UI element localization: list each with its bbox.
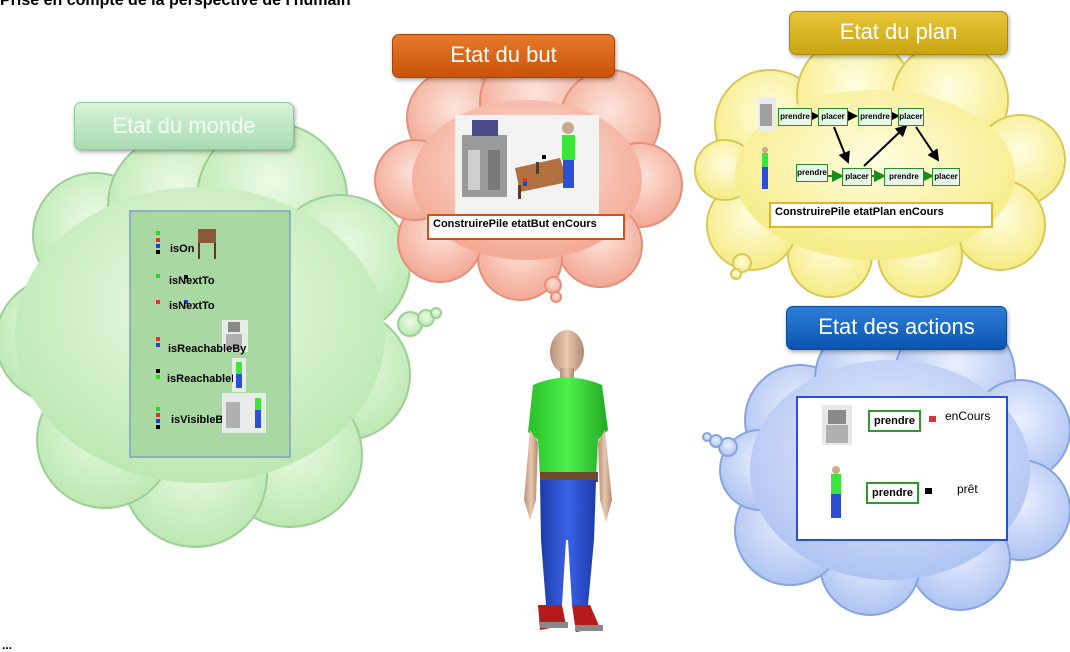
goal-state-button[interactable]: Etat du but xyxy=(392,34,615,78)
page-title: Prise en compte de la perspective de l'h… xyxy=(0,0,351,9)
action-state: prêt xyxy=(957,482,978,496)
plan-node: placer xyxy=(818,108,848,126)
action-button[interactable]: prendre xyxy=(866,482,919,504)
fact-label: isOn xyxy=(170,243,195,255)
plan-node: prendre xyxy=(858,108,892,126)
action-state: enCours xyxy=(945,409,991,423)
plan-node: prendre xyxy=(778,108,812,126)
plan-state-button[interactable]: Etat du plan xyxy=(789,11,1008,55)
world-facts-panel xyxy=(129,210,291,458)
plan-node: placer xyxy=(842,168,872,186)
actions-state-button[interactable]: Etat des actions xyxy=(786,306,1007,350)
footer-text: ... xyxy=(2,638,13,652)
world-state-button[interactable]: Etat du monde xyxy=(74,102,294,150)
action-button[interactable]: prendre xyxy=(868,410,921,432)
plan-status-box: ConstruirePile etatPlan enCours xyxy=(769,202,993,228)
human-figure xyxy=(524,330,612,632)
fact-label: isReachableBy xyxy=(168,343,247,355)
goal-scene-image xyxy=(455,115,599,214)
fact-label: isReachableBy xyxy=(167,373,233,385)
fact-label: isVisibleBy xyxy=(171,414,222,426)
fact-label: isNextTo xyxy=(169,275,215,287)
goal-status-box: ConstruirePile etatBut enCours xyxy=(427,214,625,240)
plan-node: prendre xyxy=(796,164,828,182)
plan-graph xyxy=(758,97,940,189)
fact-label: isNextTo xyxy=(169,300,215,312)
plan-node: prendre xyxy=(884,168,924,186)
plan-state-cloud xyxy=(694,36,1066,298)
plan-node: placer xyxy=(932,168,960,186)
plan-node: placer xyxy=(898,108,924,126)
